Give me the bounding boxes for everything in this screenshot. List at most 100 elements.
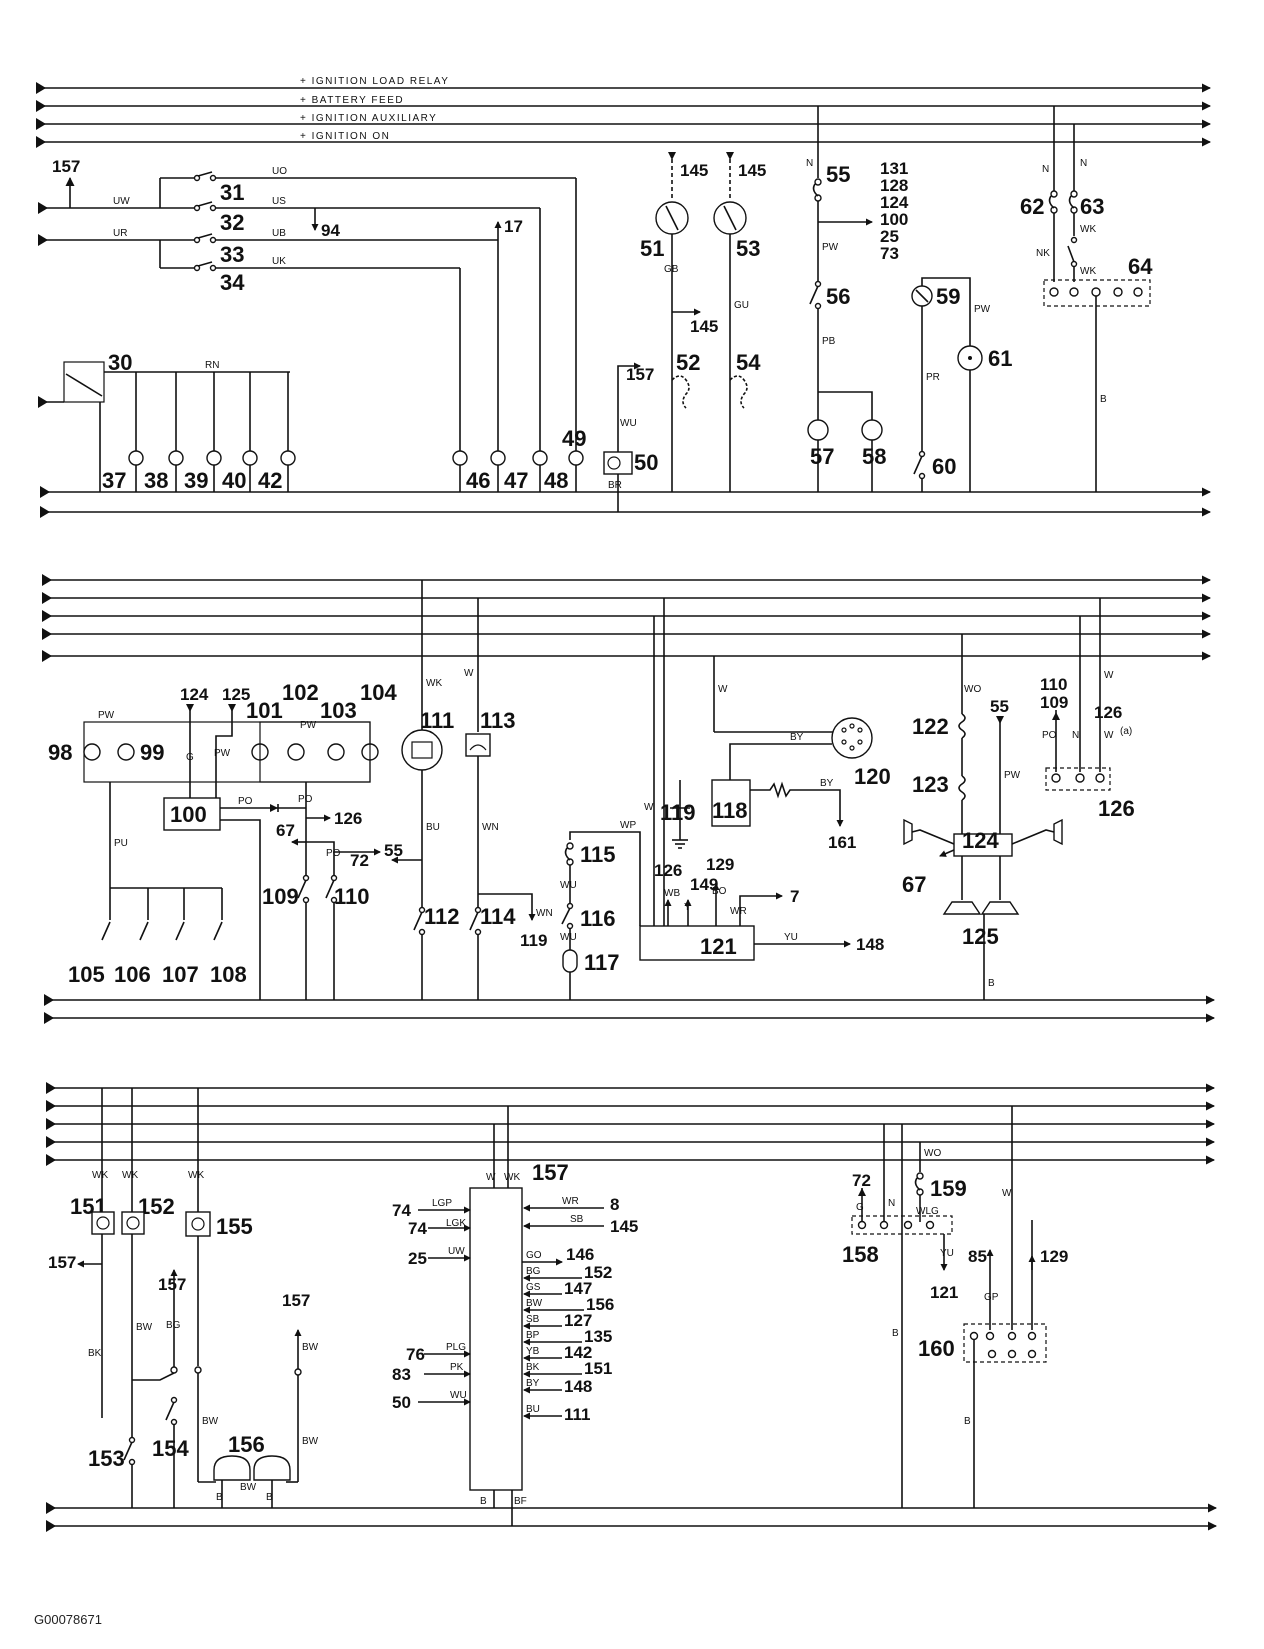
conn-left-code-1: LGK [446,1218,466,1229]
ref-113: 113 [480,708,516,733]
ref-129-b: 129 [1040,1247,1068,1266]
conn-right-num-7: 135 [584,1327,612,1346]
wire-code-bw: BW [136,1322,153,1333]
conn-right-code-8: YB [526,1346,540,1357]
conn-left-code-3: PLG [446,1342,466,1353]
ref-114: 114 [480,904,516,929]
conn-right-num-1: 145 [610,1217,638,1236]
wire-code-g: G [186,752,194,763]
wire-code-wk-155: WK [188,1170,204,1181]
ref-120: 120 [854,764,891,789]
ref-145-a: 145 [680,161,708,180]
ref-109-b: 109 [1040,693,1068,712]
ref-stack-128: 128 [880,176,908,195]
ref-117: 117 [584,950,620,975]
ref-124: 124 [962,828,999,853]
wire-code-bf: BF [514,1496,527,1507]
conn-left-num-1: 74 [408,1219,427,1238]
ref-157-d: 157 [48,1253,76,1272]
ref-30: 30 [108,350,132,375]
ref-a-note: (a) [1120,726,1132,737]
wire-code-bw-157: BW [302,1342,319,1353]
wire-code-wb: BY [790,732,804,743]
ref-72: 124 [180,685,209,704]
wire-code-y: WB [664,888,680,899]
conn-right-num-5: 156 [586,1295,614,1314]
wire-code-po-110: PO [326,848,341,859]
wire-code-b-158: B [892,1328,899,1339]
ref-157-b: 157 [626,365,654,384]
components-62-64: N N 62 63 WK NK WK 64 B [1020,106,1153,492]
conn-right-num-3: 152 [584,1263,612,1282]
wire-code-pb: PB [822,336,836,347]
ref-148: 148 [856,935,884,954]
ref-stack-124: 124 [880,193,909,212]
wire-code-n-126: N [1072,730,1079,741]
conn-left-code-4: PK [450,1362,464,1373]
conn-right-code-0: WR [562,1196,579,1207]
wire-code-yu: BO [712,886,727,897]
wire-code-w-121: W [644,802,654,813]
conn-left-code-0: LGP [432,1198,452,1209]
conn-left-num-4: 83 [392,1365,411,1384]
wire-code-b-160: B [964,1416,971,1427]
wire-code-nk: NK [1036,248,1050,259]
ref-118: 118 [712,798,748,823]
ref-158-b: 158 [842,1242,879,1267]
wire-code-n-62: N [1042,164,1049,175]
conn-right-code-2: GO [526,1250,542,1261]
wire-code-w-157: W [486,1172,496,1183]
section-3: WK 151 157 BK WK 152 BW 153 157 BG [46,1082,1217,1532]
wire-code-pu: PU [114,838,128,849]
wire-code-wo-159: WO [924,1148,941,1159]
ref-40: 40 [222,468,246,493]
ref-58: 58 [862,444,886,469]
figure-code: G00078671 [34,1612,102,1627]
components-122-126: WO 122 123 55 PW 124 125 B 67 [902,598,1135,1000]
wire-code-wn: WN [482,822,499,833]
ref-103: 103 [320,698,357,723]
ref-50: 50 [634,450,658,475]
conn-right-code-11: BU [526,1404,540,1415]
ref-31: 31 [220,180,244,205]
wire-code-b-157: B [480,1496,487,1507]
ref-7: 149 [690,875,718,894]
ref-17: 17 [504,217,523,236]
ref-157: 157 [52,157,80,176]
ref-32: 32 [220,210,244,235]
ref-126-c: 126 [1094,703,1122,722]
wire-code-pw-98: PW [98,710,115,721]
wire-code-pr: PR [926,372,940,383]
wire-code-uk: UK [272,256,286,267]
wire-code-b-125: B [988,978,995,989]
bus-lines-3 [46,1082,1217,1532]
wire-code-po-102: PO [298,794,313,805]
ref-149: 119 [520,931,547,950]
component-50: 157 WU BR 50 [603,362,658,512]
ref-85: 85 [968,1247,987,1266]
conn-right-code-3: BG [526,1266,541,1277]
ref-stack-100: 100 [880,210,908,229]
wire-code-b-156: B [216,1492,223,1503]
ref-34: 34 [220,270,245,295]
ref-110: 110 [334,884,370,909]
ref-121-b: 121 [930,1283,958,1302]
lamps-46-49: 46 47 48 49 [452,426,586,493]
conn-right-num-6: 127 [564,1311,592,1330]
conn-right-code-7: BP [526,1330,540,1341]
wire-code-gb: GB [664,264,679,275]
ref-stack-131: 131 [880,159,908,178]
wire-code-wu-117: WU [560,932,577,943]
components-55-61: N 55 131 128 124 100 25 73 PW 56 PB 57 [806,106,1012,492]
wire-code-n: N [806,158,813,169]
gauges-51-54: 145 51 GB 145 52 145 53 GU 54 [640,152,766,492]
wire-code-wk-157: WK [504,1172,520,1183]
connector-157: W WK 157 B BF 74 LGP 74 LGK 25 UW 76 PLG… [392,1106,638,1526]
ref-64: 64 [1128,254,1153,279]
ref-47: 47 [504,468,528,493]
ref-122: 122 [912,714,949,739]
ref-125: 125 [962,924,999,949]
wire-code-b-156b: B [266,1492,273,1503]
wire-code-wn-149: WN [536,908,553,919]
wire-code-wk-152: WK [122,1170,138,1181]
